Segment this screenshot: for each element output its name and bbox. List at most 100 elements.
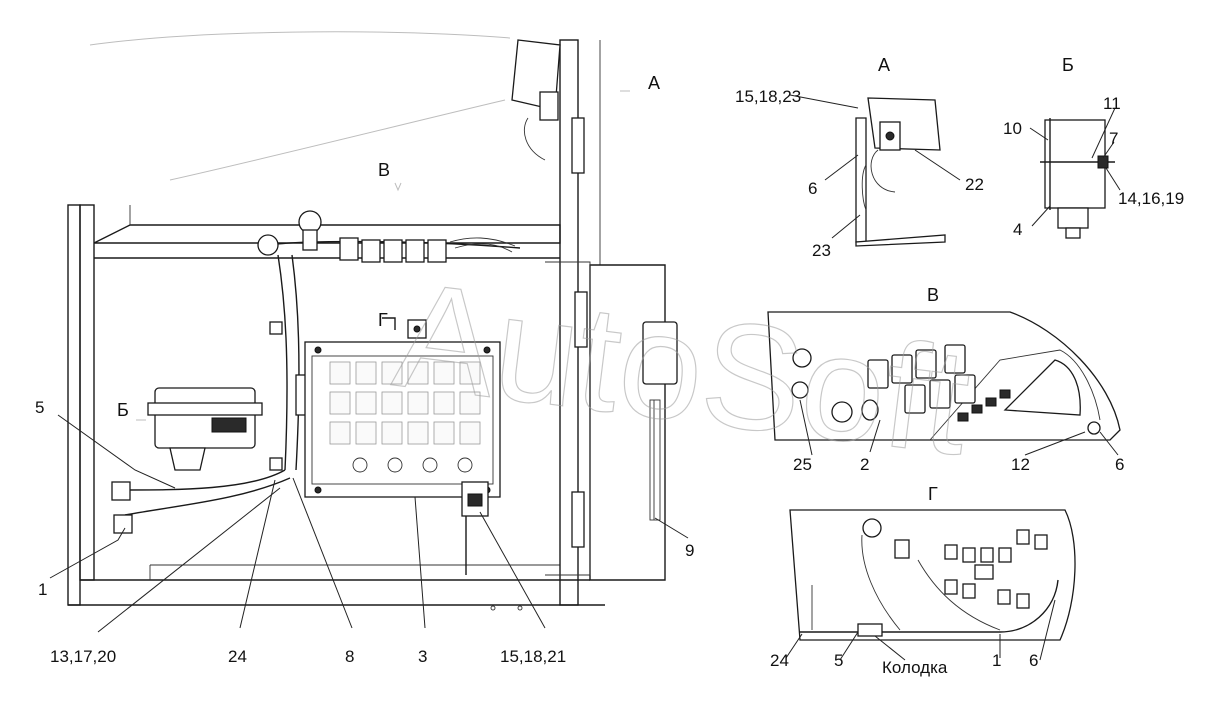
callout-b-7: 7 [1109, 129, 1118, 148]
door-strip-box [649, 399, 661, 521]
connector-15-body [467, 493, 483, 507]
fuse-cell [459, 421, 481, 445]
roof-curve [169, 99, 506, 181]
main-view: А В Б Г 5 1 13,17,20 24 8 3 15,18,21 9 [35, 31, 694, 666]
callout-a-15-18-23: 15,18,23 [735, 87, 801, 106]
connector [339, 237, 359, 261]
panel-grommet [1087, 421, 1101, 435]
leader-a-15 [789, 94, 859, 109]
view-b-title: Б [1062, 55, 1074, 75]
monitor-a-cable [870, 149, 896, 193]
left-connector [111, 481, 131, 501]
fuse-cell [355, 421, 377, 445]
callout-v-12: 12 [1011, 455, 1030, 474]
callout-3: 3 [418, 647, 427, 666]
connector [427, 239, 447, 263]
leader-9 [654, 517, 689, 539]
mount-post [855, 117, 867, 243]
view-title-a: А [648, 73, 660, 93]
rocker-switch [867, 359, 889, 389]
leader-15-18-21 [479, 511, 546, 629]
box-b-tip [1065, 227, 1081, 239]
underside-block [894, 539, 910, 559]
fuse-cell [329, 361, 351, 385]
kolodka-connector [857, 623, 883, 637]
box-b-label [211, 417, 247, 433]
monitor-cable [524, 117, 546, 161]
hinge-mid [574, 291, 588, 348]
fuse-cell [407, 391, 429, 415]
callout-g-24: 24 [770, 651, 789, 670]
screw [314, 486, 322, 494]
leader-g-kolodka [874, 635, 906, 661]
view-a: А 15,18,23 6 22 23 [735, 55, 984, 260]
underside-connector [1016, 593, 1030, 609]
relay-socket [457, 457, 473, 473]
callout-a-6: 6 [808, 179, 817, 198]
fuse-cell [381, 361, 403, 385]
roof-contour [89, 31, 511, 46]
connector [405, 239, 425, 263]
underside-outline [789, 509, 1076, 641]
strip-switch [985, 397, 997, 407]
callout-v-6: 6 [1115, 455, 1124, 474]
gland [257, 234, 279, 256]
callout-g-1: 1 [992, 651, 1001, 670]
fuse-grid [329, 361, 481, 473]
hinge-low [571, 491, 585, 548]
box-b-side [1044, 119, 1106, 209]
panel-lock [791, 381, 809, 399]
door-frame [545, 261, 591, 576]
fuse-cell [433, 421, 455, 445]
box-b [147, 387, 263, 471]
mount-base [855, 234, 946, 247]
fuse-cell [407, 421, 429, 445]
fuse-block-inner [311, 355, 494, 485]
coil-wire [449, 237, 516, 247]
screw [483, 346, 491, 354]
underside-harness [800, 579, 1059, 633]
callout-b-14-16-19: 14,16,19 [1118, 189, 1184, 208]
leader-g-6 [1039, 599, 1056, 661]
callout-b-4: 4 [1013, 220, 1022, 239]
door-switch-block [642, 321, 678, 385]
rocker-switch [904, 384, 926, 414]
leader-b-4 [1031, 205, 1051, 227]
harness-vertical-2 [291, 254, 300, 471]
connector [383, 239, 403, 263]
left-connector-2 [113, 514, 133, 534]
fuse-block [304, 341, 501, 498]
box-b-flange [147, 402, 263, 416]
rocker-switch [891, 354, 913, 384]
view-a-title: А [878, 55, 890, 75]
leader-v-6 [1099, 431, 1119, 456]
fuse-cell [355, 391, 377, 415]
underside-connector [997, 589, 1011, 605]
top-shelf [93, 224, 561, 244]
view-v: В 25 2 12 6 [767, 285, 1124, 474]
underside-connector [1034, 534, 1048, 550]
leader-g-24 [785, 633, 803, 659]
strip-switch [999, 389, 1011, 399]
callout-9: 9 [685, 541, 694, 560]
harness-left [119, 469, 286, 491]
leader-g-5 [839, 631, 859, 661]
leader-8 [292, 477, 353, 629]
leader-b-14 [1105, 167, 1121, 191]
bolt [490, 605, 496, 611]
panel-cutout [1003, 359, 1081, 416]
fuse-cell [459, 391, 481, 415]
leader-3 [414, 496, 426, 629]
rocker-switch [929, 379, 951, 409]
leader-5 [57, 414, 176, 489]
callout-a-23: 23 [812, 241, 831, 260]
fuse-cell [407, 361, 429, 385]
underside-connector [962, 547, 976, 563]
clamp [269, 321, 283, 335]
callout-5: 5 [35, 398, 44, 417]
panel-oval [861, 399, 879, 421]
underside-connector [962, 583, 976, 599]
leader-a-23 [831, 214, 861, 239]
strip-switch [957, 412, 969, 422]
callout-b-10: 10 [1003, 119, 1022, 138]
